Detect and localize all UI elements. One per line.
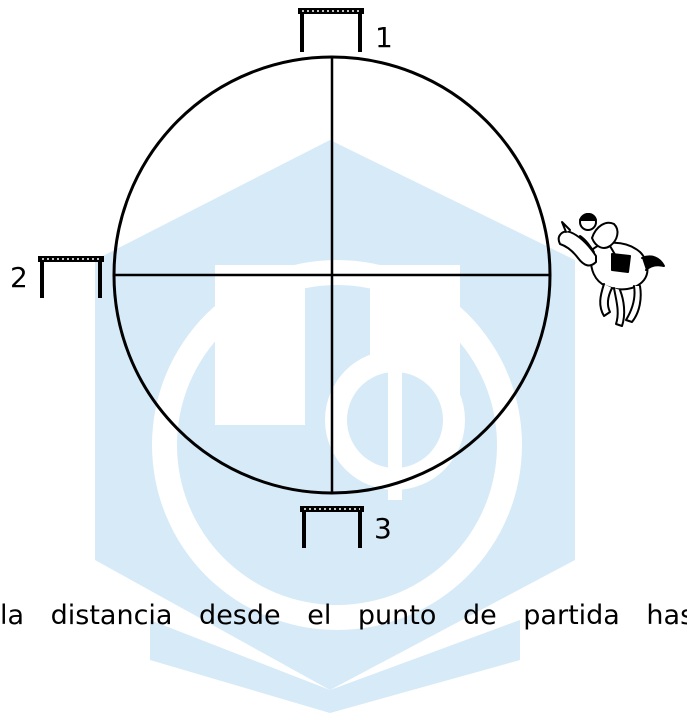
hurdle-label-2: 2 (10, 261, 28, 294)
caption-text: la distancia desde el punto de partida h… (0, 600, 687, 631)
hurdle-label-1: 1 (375, 21, 393, 54)
hurdle-1-icon (298, 8, 364, 52)
watermark-logo (95, 140, 575, 713)
horse-rider-icon (557, 213, 665, 327)
track (112, 55, 552, 495)
hurdle-label-3: 3 (374, 512, 392, 545)
hurdle-3-icon (300, 506, 364, 548)
hurdle-2-icon (38, 256, 104, 298)
